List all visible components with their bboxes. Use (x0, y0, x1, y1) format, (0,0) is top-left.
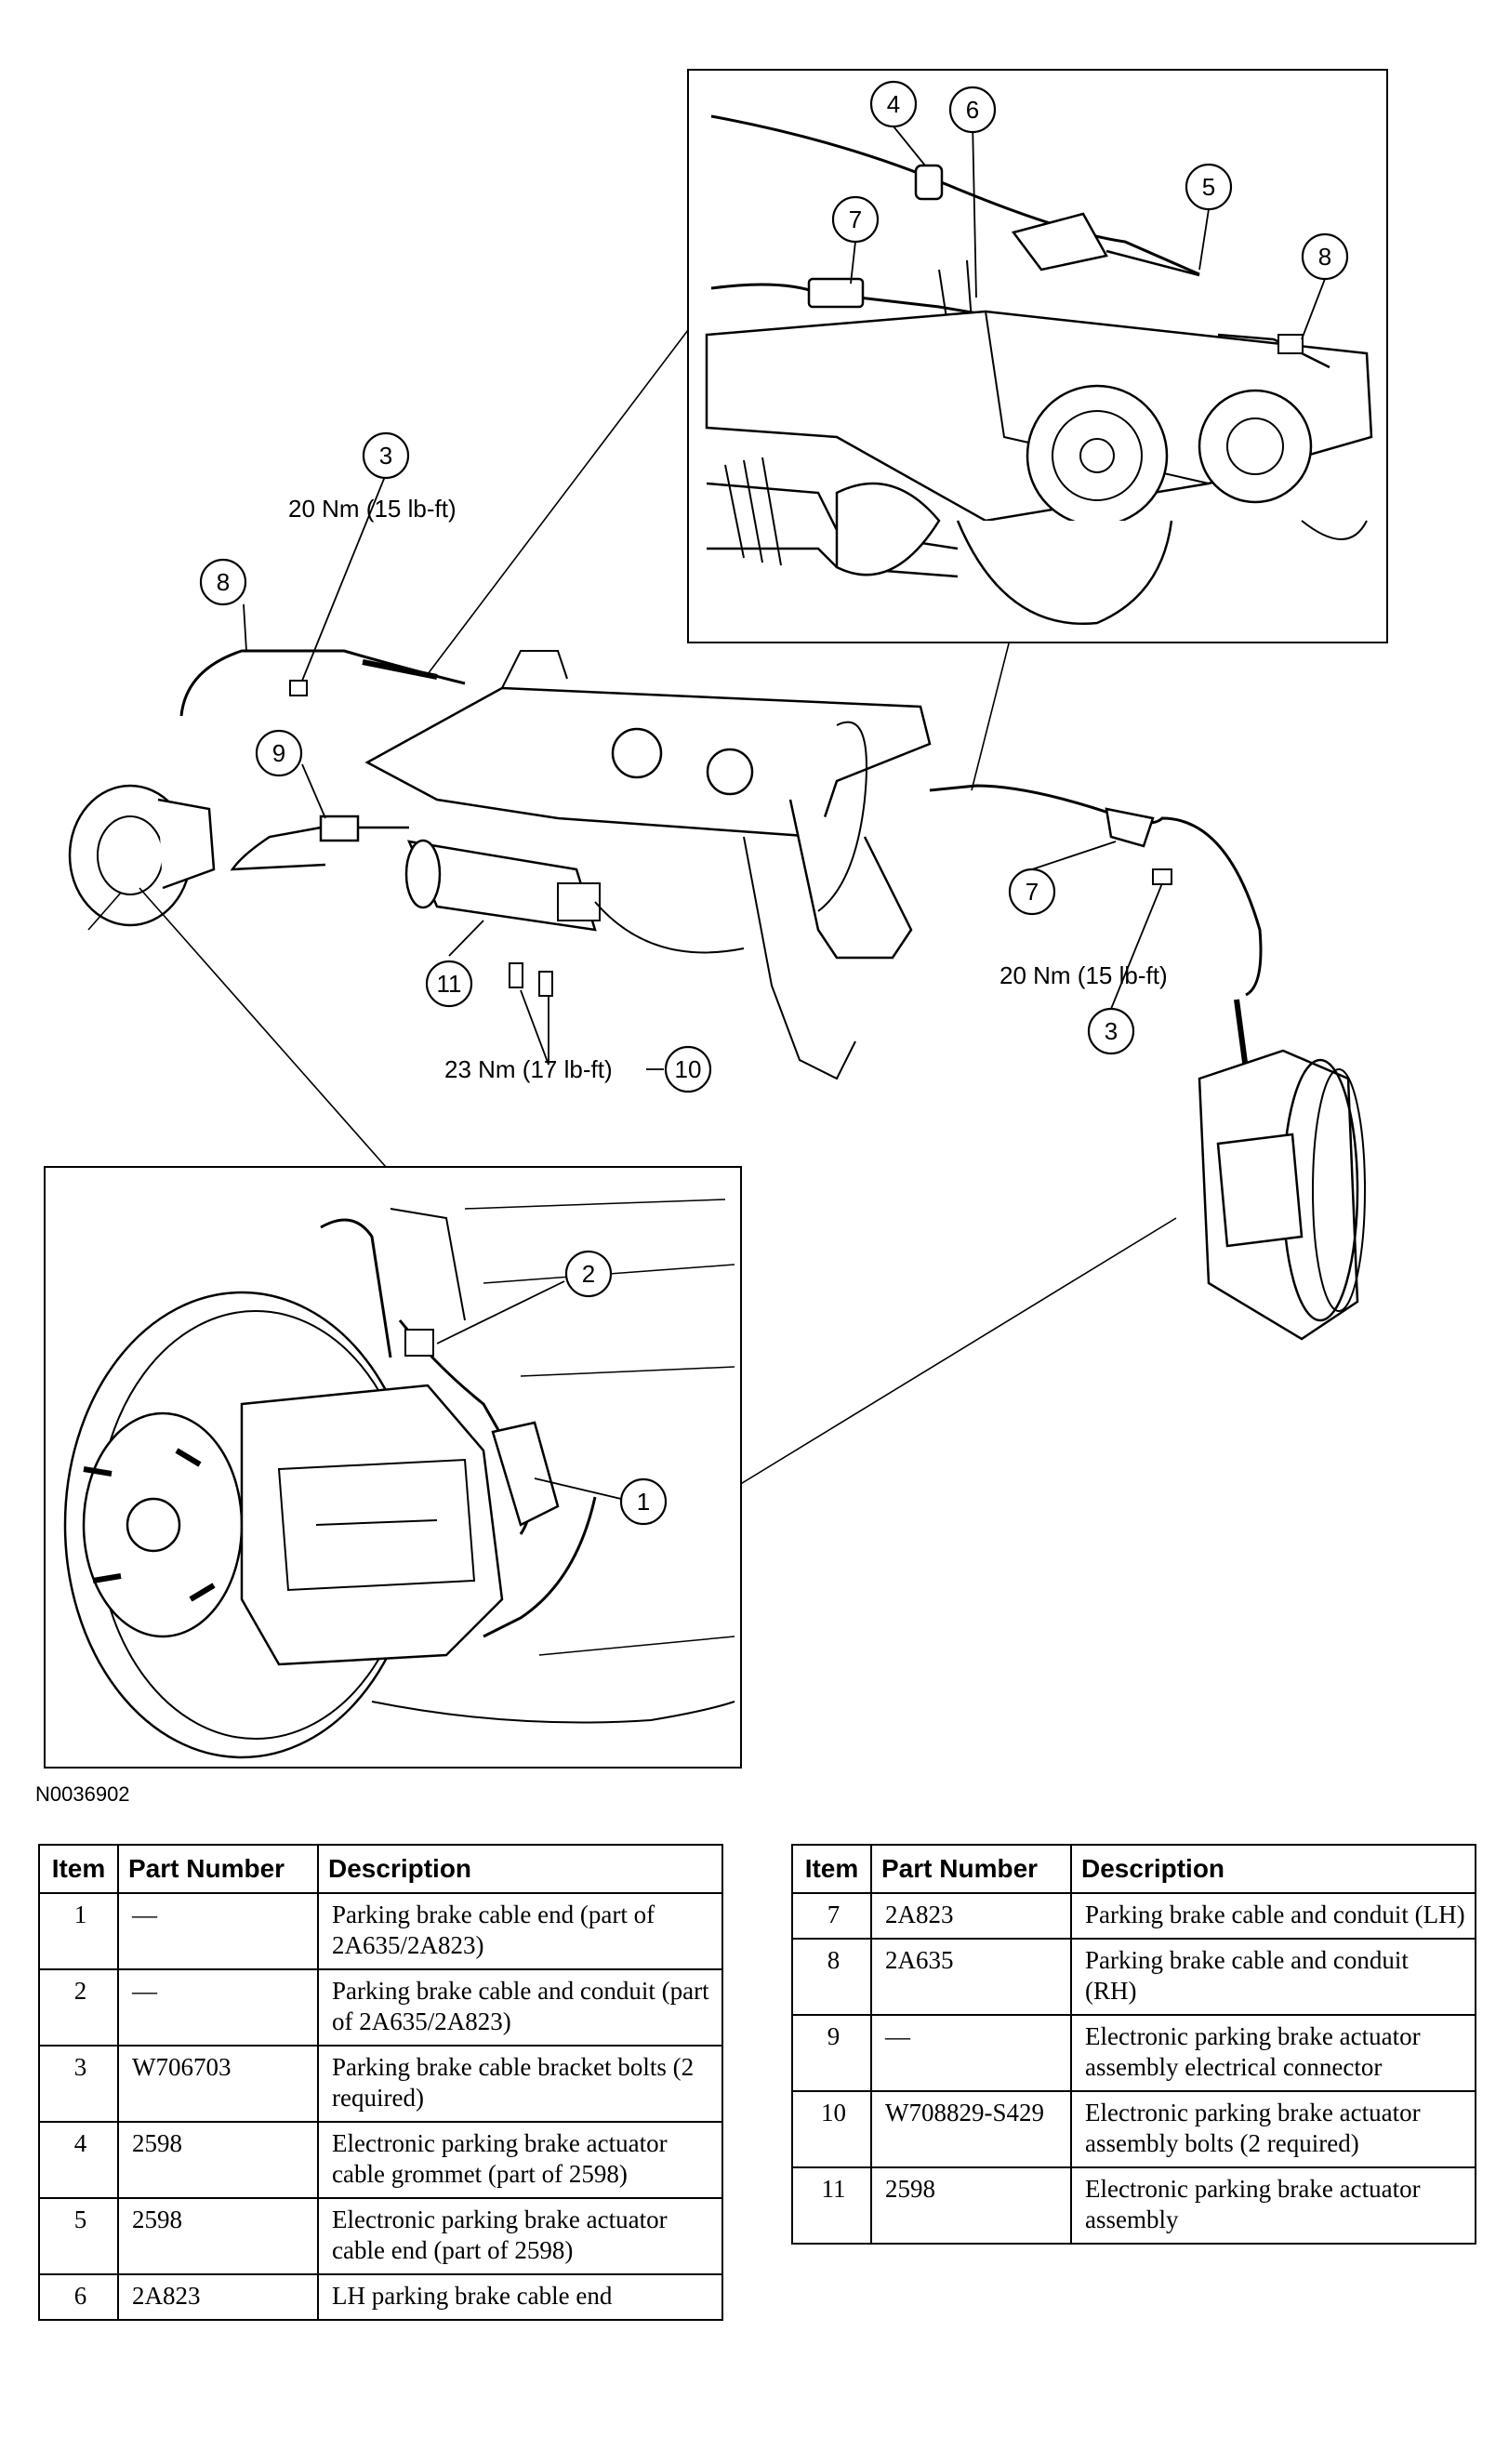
header-part-number: Part Number (117, 1844, 319, 1894)
cell-part-number: — (870, 2014, 1072, 2092)
torque-label-upper-left: 20 Nm (15 lb-ft) (288, 495, 457, 523)
svg-text:8: 8 (1318, 243, 1331, 271)
cell-part-number: — (117, 1968, 319, 2047)
cell-description: Electronic parking brake actuator assemb… (1070, 2090, 1476, 2168)
callout-7-right: 7 (1008, 868, 1056, 916)
table-row: 7 2A823 Parking brake cable and conduit … (791, 1892, 1476, 1940)
callout-3-upper: 3 (362, 431, 410, 480)
svg-text:2: 2 (582, 1260, 595, 1288)
cell-description: Electronic parking brake actuator cable … (317, 2121, 723, 2199)
lower-detail-inset (44, 1166, 742, 1769)
svg-text:3: 3 (379, 442, 392, 470)
table-row: 8 2A635 Parking brake cable and conduit … (791, 1938, 1476, 2016)
table-row: 2 — Parking brake cable and conduit (par… (38, 1968, 723, 2047)
main-exploded-view (68, 329, 1366, 1489)
svg-text:10: 10 (675, 1055, 702, 1083)
svg-text:3: 3 (1105, 1017, 1118, 1045)
cell-item: 7 (791, 1892, 872, 1940)
cell-item: 4 (38, 2121, 119, 2199)
cell-description: Parking brake cable end (part of 2A635/2… (317, 1892, 723, 1970)
table-row: 5 2598 Electronic parking brake actuator… (38, 2197, 723, 2275)
cell-item: 5 (38, 2197, 119, 2275)
torque-label-actuator-bolts: 23 Nm (17 lb-ft) (444, 1055, 613, 1083)
upper-detail-inset (687, 69, 1388, 643)
cell-item: 1 (38, 1892, 119, 1970)
callout-8-upper: 8 (1301, 232, 1349, 281)
callout-9: 9 (255, 729, 303, 777)
header-item: Item (38, 1844, 119, 1894)
callout-1: 1 (619, 1477, 668, 1526)
cell-part-number: 2A635 (870, 1938, 1072, 2016)
cell-part-number: W706703 (117, 2045, 319, 2123)
svg-text:7: 7 (849, 205, 862, 233)
cell-part-number: 2A823 (117, 2273, 319, 2321)
table-header-row: Item Part Number Description (38, 1844, 723, 1894)
parts-table-right: Item Part Number Description 7 2A823 Par… (791, 1844, 1476, 2245)
table-header-row: Item Part Number Description (791, 1844, 1476, 1894)
cell-item: 2 (38, 1968, 119, 2047)
callout-3-right: 3 (1087, 1007, 1135, 1055)
cell-part-number: 2A823 (870, 1892, 1072, 1940)
cell-item: 3 (38, 2045, 119, 2123)
cell-part-number: 2598 (870, 2166, 1072, 2245)
cell-description: Parking brake cable and conduit (LH) (1070, 1892, 1476, 1940)
cell-description: Parking brake cable bracket bolts (2 req… (317, 2045, 723, 2123)
table-row: 1 — Parking brake cable end (part of 2A6… (38, 1892, 723, 1970)
cell-item: 9 (791, 2014, 872, 2092)
cell-item: 6 (38, 2273, 119, 2321)
cell-description: Electronic parking brake actuator assemb… (1070, 2014, 1476, 2092)
svg-text:5: 5 (1202, 173, 1215, 201)
callout-10: 10 (664, 1045, 712, 1093)
callout-7-upper: 7 (831, 195, 880, 244)
callout-2: 2 (564, 1250, 613, 1298)
header-item: Item (791, 1844, 872, 1894)
svg-text:4: 4 (887, 90, 900, 118)
figure-id: N0036902 (35, 1782, 130, 1806)
header-part-number: Part Number (870, 1844, 1072, 1894)
header-description: Description (317, 1844, 723, 1894)
cell-item: 10 (791, 2090, 872, 2168)
svg-text:1: 1 (637, 1488, 650, 1516)
svg-text:8: 8 (217, 568, 230, 596)
cell-description: Electronic parking brake actuator assemb… (1070, 2166, 1476, 2245)
table-row: 3 W706703 Parking brake cable bracket bo… (38, 2045, 723, 2123)
callout-8-left: 8 (199, 558, 247, 606)
table-row: 4 2598 Electronic parking brake actuator… (38, 2121, 723, 2199)
cell-description: Parking brake cable and conduit (part of… (317, 1968, 723, 2047)
cell-part-number: 2598 (117, 2197, 319, 2275)
torque-label-right: 20 Nm (15 lb-ft) (999, 961, 1168, 989)
table-row: 6 2A823 LH parking brake cable end (38, 2273, 723, 2321)
cell-part-number: 2598 (117, 2121, 319, 2199)
callout-leaders (243, 120, 1326, 1066)
table-row: 11 2598 Electronic parking brake actuato… (791, 2166, 1476, 2245)
cell-part-number: W708829-S429 (870, 2090, 1072, 2168)
svg-text:7: 7 (1026, 878, 1039, 906)
cell-description: LH parking brake cable end (317, 2273, 723, 2321)
table-row: 9 — Electronic parking brake actuator as… (791, 2014, 1476, 2092)
cell-description: Electronic parking brake actuator cable … (317, 2197, 723, 2275)
exploded-view-diagram: 1 2 3 3 4 5 6 7 7 8 8 9 (44, 69, 1388, 1769)
callout-4: 4 (869, 80, 918, 128)
table-row: 10 W708829-S429 Electronic parking brake… (791, 2090, 1476, 2168)
cell-description: Parking brake cable and conduit (RH) (1070, 1938, 1476, 2016)
svg-text:9: 9 (272, 739, 285, 767)
header-description: Description (1070, 1844, 1476, 1894)
cell-item: 11 (791, 2166, 872, 2245)
svg-text:6: 6 (966, 96, 979, 124)
parts-table-left: Item Part Number Description 1 — Parking… (38, 1844, 723, 2321)
svg-text:11: 11 (437, 970, 462, 998)
callout-11: 11 (425, 960, 473, 1008)
callout-6: 6 (948, 86, 997, 134)
cell-part-number: — (117, 1892, 319, 1970)
cell-item: 8 (791, 1938, 872, 2016)
callout-5: 5 (1185, 163, 1233, 211)
